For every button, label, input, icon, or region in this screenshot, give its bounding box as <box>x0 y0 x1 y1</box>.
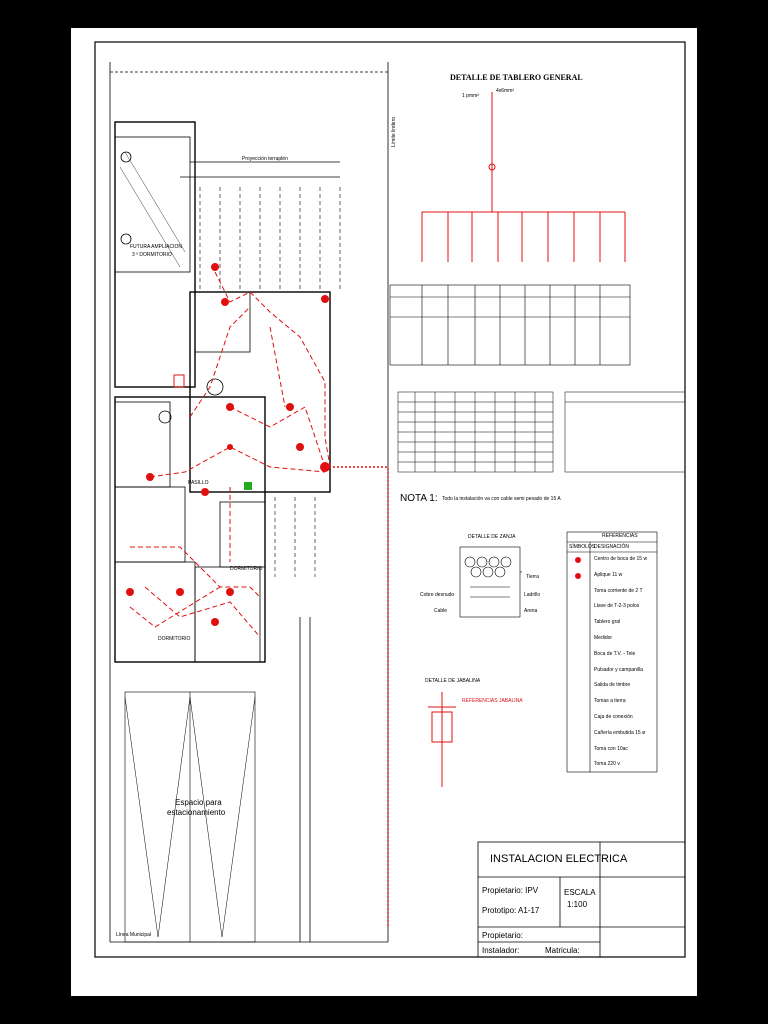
bedroom-label-1: DORMITORIO <box>230 566 263 572</box>
panel-feed-label: 4x6mm² <box>496 88 515 94</box>
title-block-title: INSTALACION ELECTRICA <box>490 853 628 865</box>
legend-item: Tomas a tierra <box>594 698 626 705</box>
hallway-label: PASILLO <box>188 480 209 486</box>
legend-item: Salida de timbre <box>594 682 631 689</box>
panel-title: DETALLE DE TABLERO GENERAL <box>450 73 583 82</box>
ground-rod-detail <box>428 692 456 787</box>
bedroom-label-2: DORMITORIO <box>158 636 191 642</box>
trench-tierra: Tierra <box>526 574 539 580</box>
ground-rod-title: DETALLE DE JABALINA <box>425 678 481 684</box>
parking-label: Espacio para <box>175 798 222 807</box>
projection-label: Proyección terraplén <box>242 156 288 162</box>
trench-detail <box>459 546 522 618</box>
feeder-line <box>325 466 389 927</box>
title-block-installer: Instalador: <box>482 946 520 955</box>
title-block-frame <box>477 841 686 958</box>
trench-title: DETALLE DE ZANJA <box>468 534 516 540</box>
drawing-sheet: Proyección terraplén FUTURA AMPLIACION 3… <box>70 27 698 997</box>
legend-item: Pulsador y campanilla <box>594 666 643 673</box>
inner-border <box>94 41 686 958</box>
circuit-table <box>389 284 631 366</box>
legend-item: Aplique 11 w <box>594 571 623 578</box>
trench-arena: Arena <box>524 608 538 614</box>
legend-item: Medidor <box>594 635 613 641</box>
floor-plan <box>109 62 389 943</box>
parking-sublabel: estacionamiento <box>167 808 226 817</box>
title-block-scale-label: ESCALA <box>564 888 596 897</box>
trench-cable: Cable <box>434 608 448 614</box>
legend-symbols <box>575 557 581 579</box>
load-table <box>397 391 686 473</box>
panel-supply-label: 1 pmm² <box>462 93 479 99</box>
future-room-label: FUTURA AMPLIACION <box>130 244 182 250</box>
electrical-plan-drawing <box>70 27 698 997</box>
circuit-lines <box>129 271 331 638</box>
note-label: NOTA 1: <box>400 493 438 504</box>
title-block-license: Matricula: <box>545 946 580 955</box>
legend-item: Toma corriente de 2 T <box>594 587 643 594</box>
legend-item: Llave de T-2-3 polos <box>594 603 640 610</box>
legend-col-desc: DESIGNACIÓN <box>594 544 630 550</box>
ground-rod-subtitle: REFERENCIAS JABALINA <box>462 698 523 704</box>
legend-item: Cañería embutida 15 ø <box>594 729 646 736</box>
legend-header: REFERENCIAS <box>602 533 638 539</box>
legend-item: Tablero gral <box>594 619 621 626</box>
legend-item: Toma 220 v <box>594 761 620 768</box>
legend-item: Boca de T.V. - Tele <box>594 650 636 657</box>
trench-cobre: Cobre desnudo <box>420 592 455 598</box>
future-room-sublabel: 3 º DORMITORIO <box>132 252 172 258</box>
note-text: Todo la instalación va con cable semi pe… <box>442 496 561 502</box>
title-block-owner: Propietario: IPV <box>482 886 539 895</box>
title-block-prototype: Prototipo: A1-17 <box>482 906 540 915</box>
legend-item: Toma con 10ac <box>594 745 628 752</box>
legend-item: Caja de conexión <box>594 714 633 720</box>
trench-ladrillo: Ladrillo <box>524 592 541 598</box>
title-block-scale-value: 1:100 <box>567 900 588 909</box>
legend-item: Centro de boca de 15 w <box>594 556 648 562</box>
legend-table <box>566 531 658 773</box>
panel-schematic <box>421 92 626 262</box>
municipal-line-label: Línea Municipal <box>116 932 152 938</box>
legend-col-symbols: SÍMBOLOS <box>569 544 596 550</box>
title-block-owner2: Propietario: <box>482 931 523 940</box>
lot-line-label: Límite lindero <box>391 116 397 147</box>
outlets <box>126 263 330 626</box>
